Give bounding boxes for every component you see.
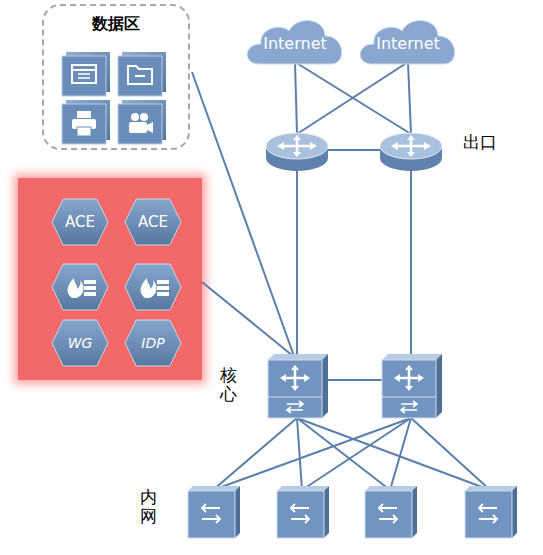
zone-label: 核心 (220, 366, 237, 403)
device-hexagon: WG (52, 320, 108, 366)
security-zone (18, 178, 202, 380)
node-text: WG (68, 335, 93, 351)
wires (192, 62, 490, 490)
hex-fill (125, 199, 181, 245)
device-hexagon: ACE (52, 199, 108, 245)
router-icons (266, 133, 442, 171)
zone-label: 出口 (463, 131, 497, 154)
device-hexagon: ACE (125, 199, 181, 245)
internet-cloud: Internet (245, 18, 345, 68)
node-text: Internet (376, 34, 440, 53)
access-switch-icons (188, 486, 517, 538)
cloud-fill (247, 21, 341, 64)
node-text: IDP (141, 335, 164, 351)
node-text: ACE (65, 213, 95, 231)
zone-label: 内网 (140, 488, 157, 525)
node-text: ACE (138, 213, 168, 231)
firewall-icons (52, 264, 181, 310)
zone-box: 数据区 (42, 4, 190, 150)
internet-cloud: Internet (358, 18, 458, 68)
core-switch-icons (268, 354, 442, 418)
hex-fill (52, 199, 108, 245)
hex-fill (125, 320, 181, 366)
security-zone-glow (14, 174, 206, 384)
data-icons (62, 52, 166, 144)
hex-fill (52, 320, 108, 366)
node-text: Internet (263, 34, 327, 53)
device-hexagon: IDP (125, 320, 181, 366)
node-text: 数据区 (92, 14, 140, 35)
cloud-fill (360, 21, 454, 64)
